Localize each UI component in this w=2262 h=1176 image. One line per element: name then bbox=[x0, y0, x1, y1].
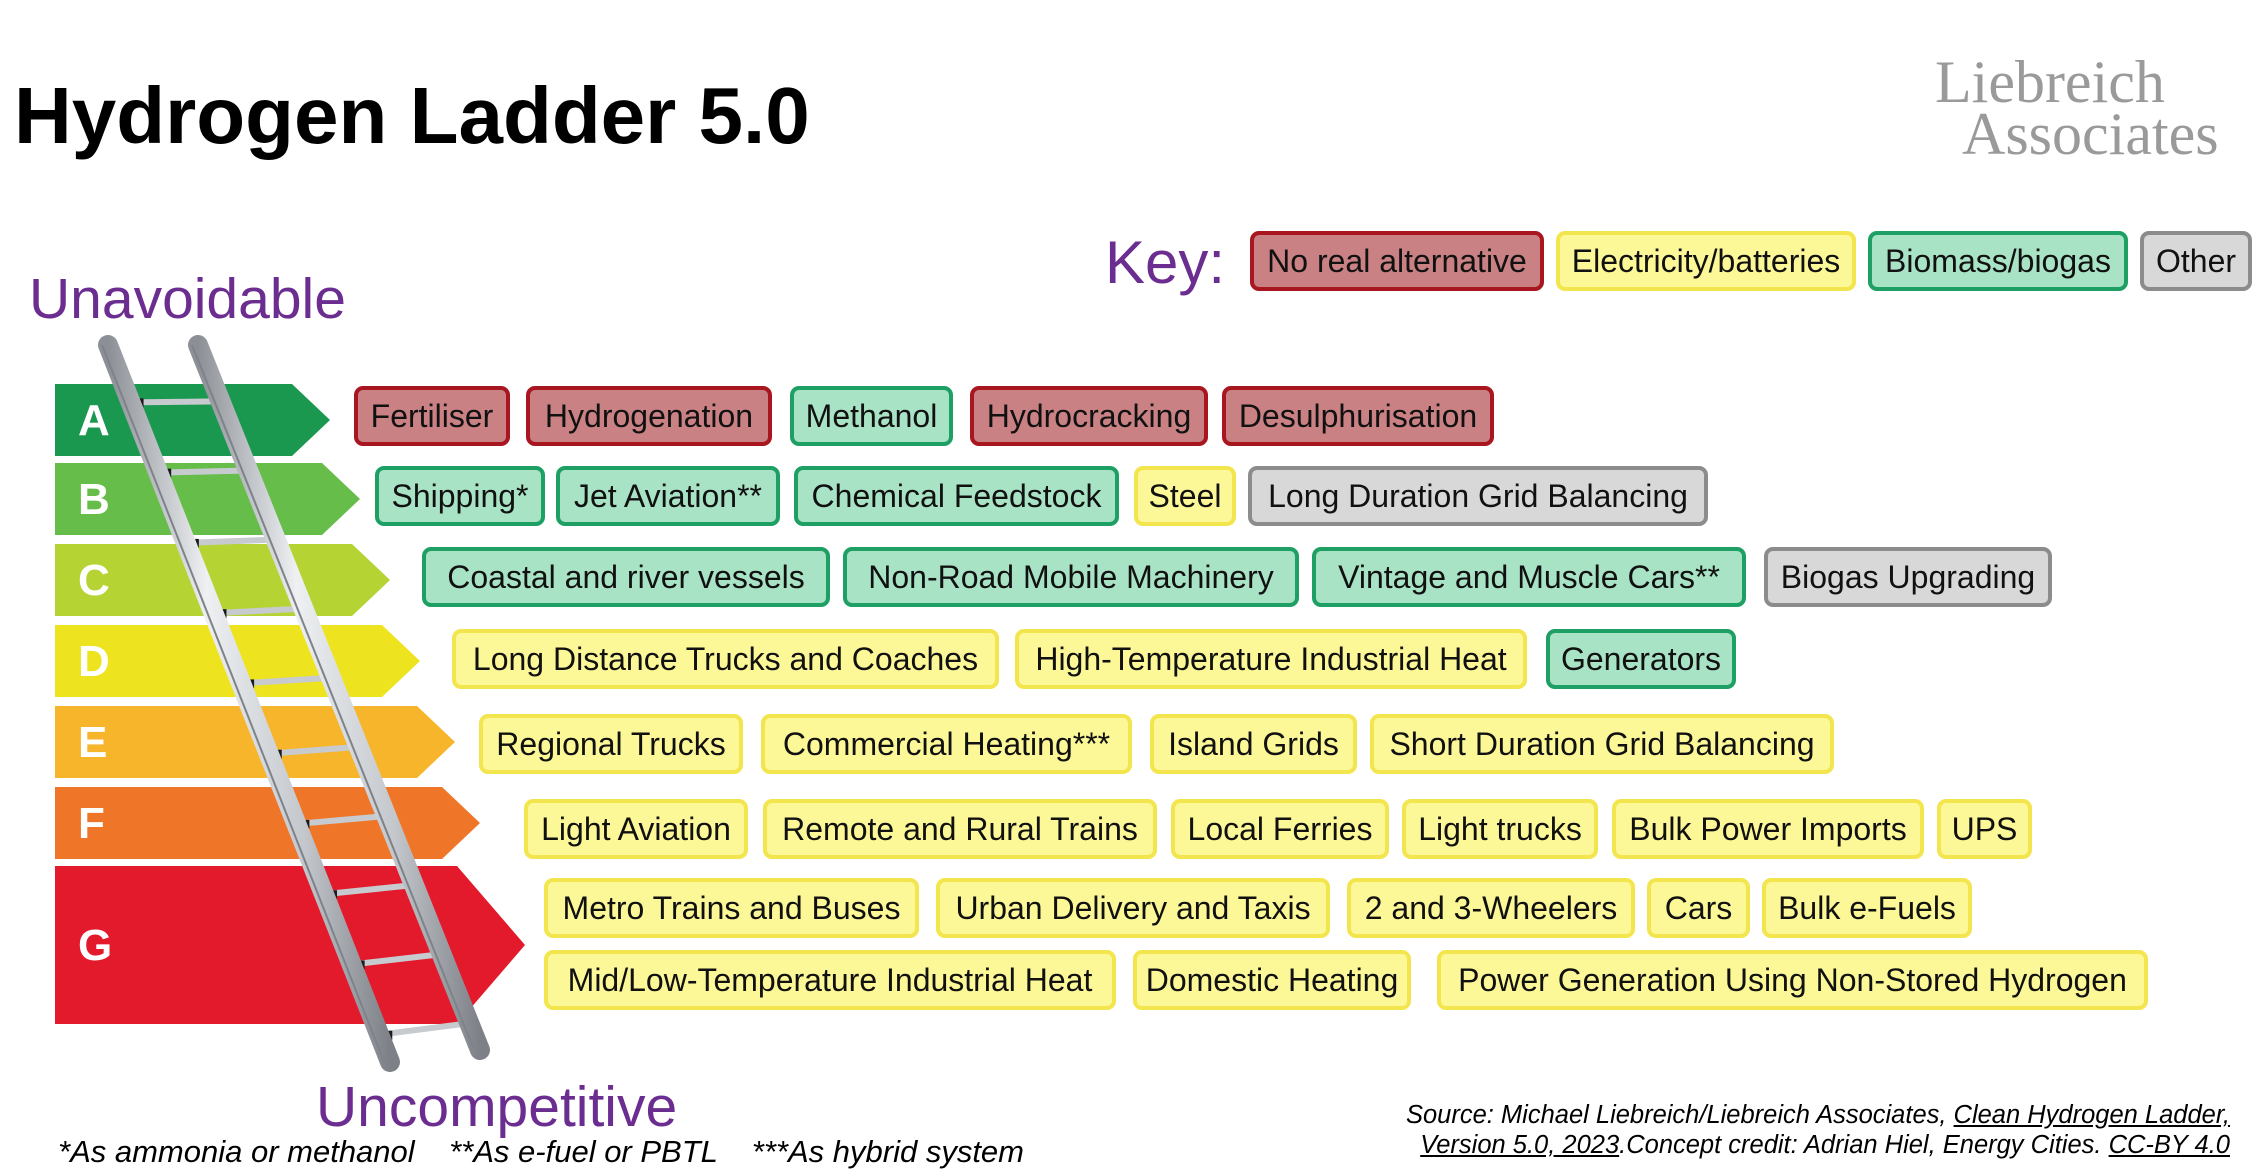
application-local-ferries: Local Ferries bbox=[1171, 799, 1389, 859]
application-vintage-and-muscle-cars: Vintage and Muscle Cars** bbox=[1312, 547, 1746, 607]
source-link-ladder[interactable]: Clean Hydrogen Ladder, bbox=[1953, 1101, 2230, 1129]
footnotes: *As ammonia or methanol **As e-fuel or P… bbox=[58, 1134, 1024, 1169]
application-short-duration-grid-balancing: Short Duration Grid Balancing bbox=[1370, 714, 1834, 774]
ladder-rail-edge bbox=[191, 344, 475, 1051]
application-long-duration-grid-balancing: Long Duration Grid Balancing bbox=[1248, 466, 1708, 526]
application-non-road-mobile-machinery: Non-Road Mobile Machinery bbox=[843, 547, 1299, 607]
source-prefix: Source: Michael Liebreich/Liebreich Asso… bbox=[1405, 1101, 1954, 1129]
application-fertiliser: Fertiliser bbox=[354, 386, 510, 446]
application-desulphurisation: Desulphurisation bbox=[1222, 386, 1494, 446]
rung-letter-b: B bbox=[78, 475, 110, 524]
ladder-rung bbox=[130, 398, 221, 406]
application-long-distance-trucks-and-coaches: Long Distance Trucks and Coaches bbox=[452, 629, 999, 689]
source-credit: Source: Michael Liebreich/Liebreich Asso… bbox=[1350, 1100, 2230, 1160]
rung-letter-d: D bbox=[78, 637, 110, 686]
rung-arrow-g bbox=[55, 866, 525, 1024]
logo-line-1: Liebreich bbox=[1935, 49, 2165, 115]
ladder-rung bbox=[378, 1020, 470, 1038]
ladder-rail-right bbox=[188, 335, 490, 1060]
application-high-temperature-industrial-heat: High-Temperature Industrial Heat bbox=[1015, 629, 1527, 689]
application-commercial-heating: Commercial Heating*** bbox=[761, 714, 1132, 774]
application-island-grids: Island Grids bbox=[1150, 714, 1357, 774]
application-ups: UPS bbox=[1937, 799, 2032, 859]
ladder-rung bbox=[351, 951, 442, 968]
application-generators: Generators bbox=[1546, 629, 1736, 689]
ladder-rung bbox=[213, 605, 304, 617]
ladder-rung bbox=[240, 674, 332, 687]
liebreich-associates-logo: Liebreich Associates bbox=[1935, 49, 2219, 167]
application-light-trucks: Light trucks bbox=[1402, 799, 1598, 859]
ladder-rung bbox=[158, 467, 249, 476]
ladder-rail-left bbox=[98, 335, 400, 1072]
application-coastal-and-river-vessels: Coastal and river vessels bbox=[422, 547, 830, 607]
application-chemical-feedstock: Chemical Feedstock bbox=[794, 466, 1119, 526]
page-title: Hydrogen Ladder 5.0 bbox=[14, 71, 810, 160]
application-mid-low-temperature-industrial-heat: Mid/Low-Temperature Industrial Heat bbox=[544, 950, 1116, 1010]
rung-arrow-f bbox=[55, 787, 480, 859]
application-steel: Steel bbox=[1134, 466, 1236, 526]
application-bulk-e-fuels: Bulk e-Fuels bbox=[1762, 878, 1972, 938]
application-metro-trains-and-buses: Metro Trains and Buses bbox=[544, 878, 919, 938]
application-hydrogenation: Hydrogenation bbox=[526, 386, 772, 446]
application-biogas-upgrading: Biogas Upgrading bbox=[1764, 547, 2052, 607]
rung-letter-g: G bbox=[78, 921, 112, 970]
application-cars: Cars bbox=[1647, 878, 1750, 938]
rung-arrow-b bbox=[55, 463, 360, 535]
ladder-rung bbox=[296, 812, 387, 827]
rung-letter-e: E bbox=[78, 718, 107, 767]
key-label: Key: bbox=[1105, 229, 1226, 296]
rung-letter-c: C bbox=[78, 556, 110, 605]
key-item-other: Other bbox=[2140, 231, 2252, 291]
application-methanol: Methanol bbox=[790, 386, 953, 446]
ladder-rail-edge bbox=[101, 344, 385, 1063]
key-item-electricity-batteries: Electricity/batteries bbox=[1556, 231, 1856, 291]
application-regional-trucks: Regional Trucks bbox=[479, 714, 743, 774]
source-link-version[interactable]: Version 5.0, 2023 bbox=[1420, 1131, 1620, 1159]
scale-bottom-label: Uncompetitive bbox=[316, 1075, 678, 1139]
scale-top-label: Unavoidable bbox=[29, 267, 346, 331]
rung-letter-f: F bbox=[78, 799, 105, 848]
application-bulk-power-imports: Bulk Power Imports bbox=[1612, 799, 1924, 859]
ladder-rung bbox=[185, 536, 276, 546]
application-power-generation-using-non-stored-hydrogen: Power Generation Using Non-Stored Hydrog… bbox=[1437, 950, 2148, 1010]
application-2-and-3-wheelers: 2 and 3-Wheelers bbox=[1347, 878, 1635, 938]
license-link[interactable]: CC-BY 4.0 bbox=[2108, 1131, 2230, 1159]
application-domestic-heating: Domestic Heating bbox=[1133, 950, 1411, 1010]
logo-line-2: Associates bbox=[1962, 101, 2219, 167]
key-item-biomass-biogas: Biomass/biogas bbox=[1868, 231, 2128, 291]
key-item-no-real-alternative: No real alternative bbox=[1250, 231, 1544, 291]
ladder-rung bbox=[323, 882, 415, 898]
ladder-rails bbox=[98, 335, 490, 1072]
source-credit-text: .Concept credit: Adrian Hiel, Energy Cit… bbox=[1619, 1131, 2109, 1159]
application-shipping: Shipping* bbox=[375, 466, 545, 526]
application-light-aviation: Light Aviation bbox=[524, 799, 748, 859]
application-hydrocracking: Hydrocracking bbox=[970, 386, 1208, 446]
application-urban-delivery-and-taxis: Urban Delivery and Taxis bbox=[936, 878, 1330, 938]
rung-letter-a: A bbox=[78, 396, 110, 445]
application-remote-and-rural-trains: Remote and Rural Trains bbox=[763, 799, 1157, 859]
application-jet-aviation: Jet Aviation** bbox=[556, 466, 780, 526]
ladder-rung bbox=[268, 743, 359, 757]
